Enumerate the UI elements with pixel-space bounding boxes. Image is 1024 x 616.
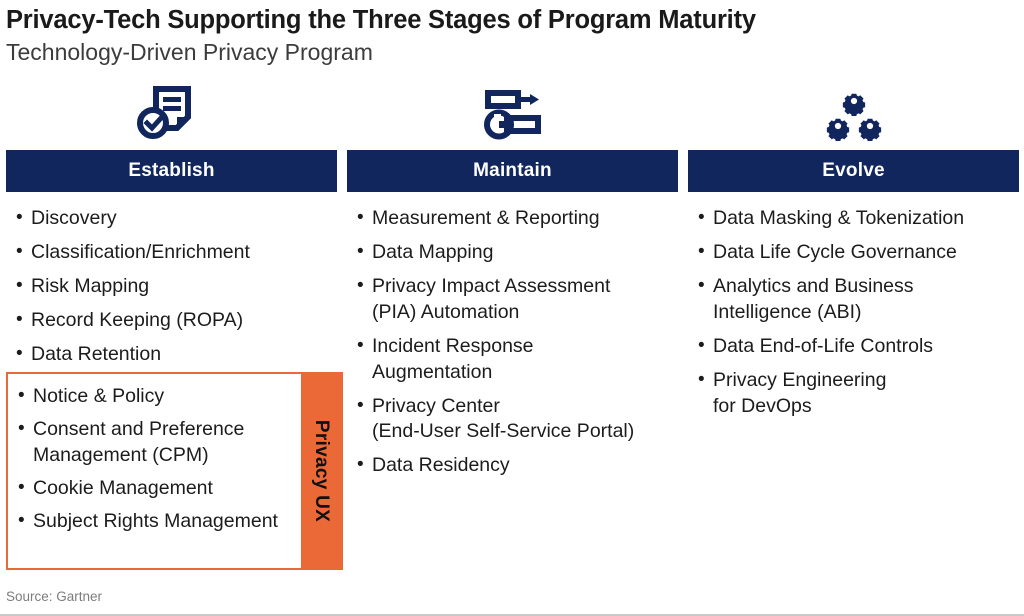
list-item: Privacy Engineering for DevOps xyxy=(696,367,1015,420)
list-item: Privacy Impact Assessment (PIA) Automati… xyxy=(355,273,674,326)
tools-wrench-screwdriver-icon xyxy=(347,78,678,150)
list-item: Consent and Preference Management (CPM) xyxy=(16,416,299,469)
list-item: Privacy Center (End-User Self-Service Po… xyxy=(355,393,674,446)
list-item: Data Retention xyxy=(14,341,333,368)
list-item: Notice & Policy xyxy=(16,383,299,410)
stage-bullet-list-maintain: Measurement & Reporting Data Mapping Pri… xyxy=(347,192,678,479)
stage-bullet-list-establish: Discovery Classification/Enrichment Risk… xyxy=(6,192,337,368)
three-gears-icon xyxy=(688,78,1019,150)
list-item: Incident Response Augmentation xyxy=(355,333,674,386)
list-item: Measurement & Reporting xyxy=(355,205,674,232)
list-item: Data Masking & Tokenization xyxy=(696,205,1015,232)
stage-header-evolve: Evolve xyxy=(688,150,1019,192)
stage-column-maintain: Maintain Measurement & Reporting Data Ma… xyxy=(347,78,678,487)
list-item: Data Mapping xyxy=(355,239,674,266)
privacy-ux-bullet-list: Notice & Policy Consent and Preference M… xyxy=(8,374,301,568)
list-item: Discovery xyxy=(14,205,333,232)
title-block: Privacy-Tech Supporting the Three Stages… xyxy=(0,0,1024,67)
stage-header-establish: Establish xyxy=(6,150,337,192)
page-title: Privacy-Tech Supporting the Three Stages… xyxy=(6,6,756,34)
list-item: Cookie Management xyxy=(16,475,299,502)
document-check-icon xyxy=(6,78,337,150)
privacy-ux-highlight-box: Notice & Policy Consent and Preference M… xyxy=(6,372,343,570)
list-item: Data Residency xyxy=(355,452,674,479)
list-item: Record Keeping (ROPA) xyxy=(14,307,333,334)
page-subtitle: Technology-Driven Privacy Program xyxy=(6,39,373,66)
stage-column-evolve: Evolve Data Masking & Tokenization Data … xyxy=(688,78,1019,487)
list-item: Classification/Enrichment xyxy=(14,239,333,266)
stage-column-establish: Establish Discovery Classification/Enric… xyxy=(6,78,343,570)
privacy-ux-tab-label: Privacy UX xyxy=(311,419,332,523)
stage-header-maintain: Maintain xyxy=(347,150,678,192)
source-attribution: Source: Gartner xyxy=(6,589,103,604)
list-item: Data Life Cycle Governance xyxy=(696,239,1015,266)
privacy-ux-tab: Privacy UX xyxy=(301,374,341,568)
list-item: Data End-of-Life Controls xyxy=(696,333,1015,360)
stage-bullet-list-evolve: Data Masking & Tokenization Data Life Cy… xyxy=(688,192,1019,419)
list-item: Analytics and Business Intelligence (ABI… xyxy=(696,273,1015,326)
stage-columns: Establish Discovery Classification/Enric… xyxy=(6,78,1020,570)
list-item: Subject Rights Management xyxy=(16,508,299,535)
list-item: Risk Mapping xyxy=(14,273,333,300)
